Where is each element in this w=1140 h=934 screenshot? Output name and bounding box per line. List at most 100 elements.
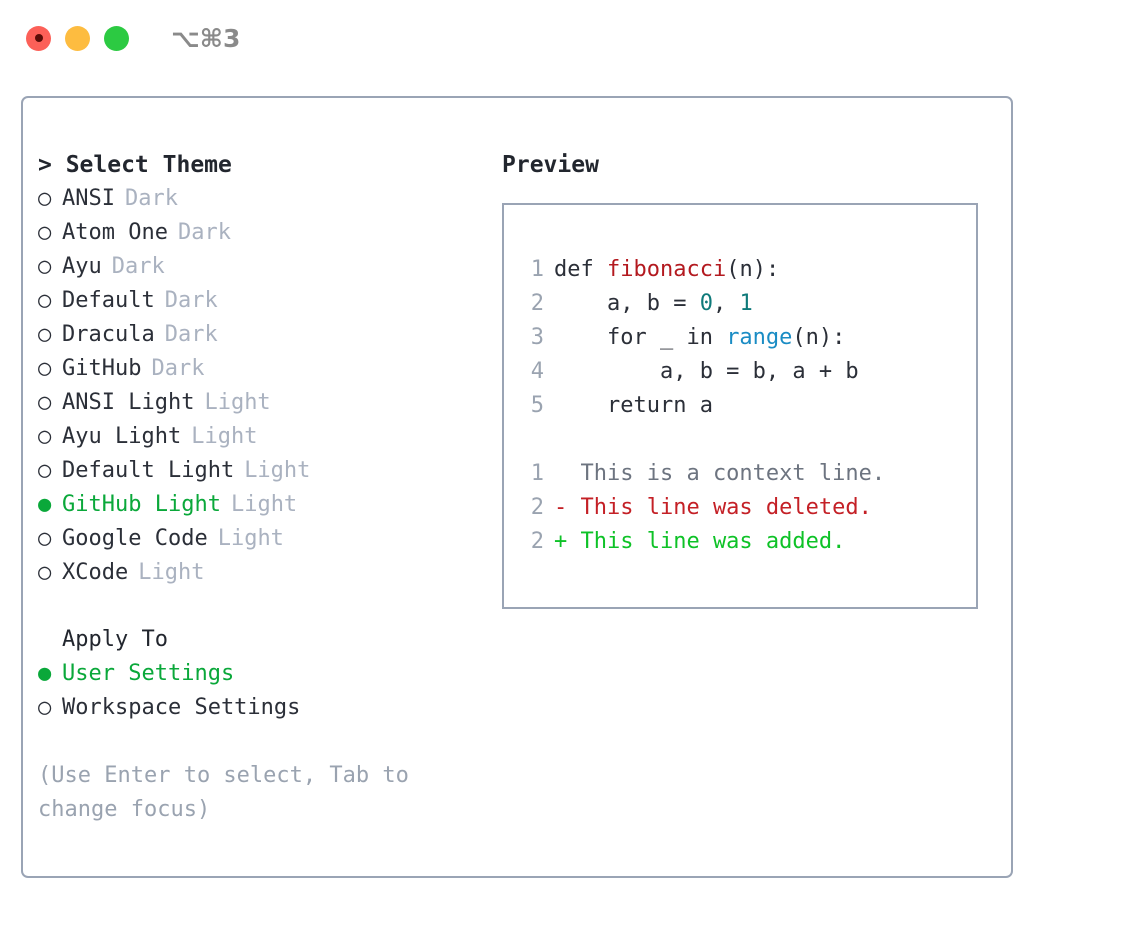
diff-line-number: 2 bbox=[530, 495, 544, 520]
apply-to-option[interactable]: ● User Settings bbox=[38, 657, 493, 691]
diff-line-text: This is a context line. bbox=[554, 461, 886, 486]
zoom-button[interactable] bbox=[104, 25, 129, 51]
preview-column: Preview bbox=[502, 148, 992, 182]
apply-to-section: Apply To ●User Settings○Workspace Settin… bbox=[38, 623, 493, 725]
code-token: range bbox=[726, 325, 793, 350]
theme-list-item[interactable]: ○ Ayu Dark bbox=[38, 250, 493, 284]
radio-unselected-icon: ○ bbox=[38, 254, 52, 279]
theme-list-item[interactable]: ● GitHub Light Light bbox=[38, 488, 493, 522]
theme-name-label: Ayu Light bbox=[62, 424, 182, 449]
code-line: 4 a, b = b, a + b bbox=[518, 355, 885, 389]
theme-name-label: Default Light bbox=[62, 458, 235, 483]
apply-to-option-label: Workspace Settings bbox=[62, 695, 301, 720]
code-line-number: 1 bbox=[530, 257, 544, 282]
code-token: a, b = bbox=[554, 291, 700, 316]
code-line-number: 3 bbox=[530, 325, 544, 350]
code-token: def bbox=[554, 257, 607, 282]
code-token: for _ in bbox=[554, 325, 727, 350]
code-token: return a bbox=[554, 393, 713, 418]
theme-list-item[interactable]: ○ Dracula Dark bbox=[38, 318, 493, 352]
minimize-button[interactable] bbox=[65, 25, 90, 51]
code-token: a, b = b, a + b bbox=[554, 359, 859, 384]
apply-to-option-label: User Settings bbox=[62, 661, 235, 686]
code-line: 2 a, b = 0, 1 bbox=[518, 287, 885, 321]
radio-unselected-icon: ○ bbox=[38, 526, 52, 551]
keyboard-shortcut-label: ⌥⌘3 bbox=[171, 23, 241, 53]
title-bar: ⌥⌘3 bbox=[0, 0, 1140, 76]
theme-name-label: Atom One bbox=[62, 220, 168, 245]
radio-unselected-icon: ○ bbox=[38, 220, 52, 245]
theme-name-label: Ayu bbox=[62, 254, 102, 279]
code-token: fibonacci bbox=[606, 257, 727, 282]
preview-heading: Preview bbox=[502, 152, 599, 178]
theme-list-item[interactable]: ○ Atom One Dark bbox=[38, 216, 493, 250]
theme-variant-tag: Light bbox=[191, 424, 258, 449]
theme-variant-tag: Light bbox=[217, 526, 284, 551]
theme-name-label: ANSI bbox=[62, 186, 115, 211]
theme-variant-tag: Dark bbox=[164, 322, 218, 347]
radio-unselected-icon: ○ bbox=[38, 356, 52, 381]
code-line: 3 for _ in range(n): bbox=[518, 321, 885, 355]
theme-variant-tag: Light bbox=[244, 458, 311, 483]
code-token: , bbox=[712, 291, 740, 316]
close-indicator-dot bbox=[34, 34, 43, 42]
diff-line-del: 2- This line was deleted. bbox=[518, 491, 885, 525]
close-button[interactable] bbox=[26, 25, 51, 51]
theme-name-label: GitHub bbox=[62, 356, 142, 381]
apply-to-options: ● User Settings ○ Workspace Settings bbox=[38, 657, 493, 725]
theme-name-label: GitHub Light bbox=[62, 492, 221, 517]
code-token: (n): bbox=[726, 257, 780, 282]
theme-variant-tag: Dark bbox=[177, 220, 231, 245]
theme-name-label: Dracula bbox=[62, 322, 155, 347]
code-line-text: for _ in range(n): bbox=[554, 321, 845, 355]
theme-variant-tag: Dark bbox=[124, 186, 178, 211]
radio-unselected-icon: ○ bbox=[38, 560, 52, 585]
theme-name-label: Google Code bbox=[62, 526, 208, 551]
theme-variant-tag: Dark bbox=[111, 254, 165, 279]
theme-variant-tag: Light bbox=[230, 492, 298, 517]
theme-name-label: Default bbox=[62, 288, 155, 313]
code-token: 0 bbox=[699, 291, 713, 316]
code-line-number: 4 bbox=[530, 359, 544, 384]
radio-unselected-icon: ○ bbox=[38, 288, 52, 313]
code-token: 1 bbox=[739, 291, 753, 316]
code-line: 5 return a bbox=[518, 389, 885, 423]
select-theme-heading: > Select Theme bbox=[38, 152, 232, 178]
radio-unselected-icon: ○ bbox=[38, 186, 52, 211]
code-line-number: 2 bbox=[530, 291, 544, 316]
radio-selected-icon: ● bbox=[38, 492, 52, 517]
code-line-text: a, b = b, a + b bbox=[554, 355, 859, 389]
radio-selected-icon: ● bbox=[38, 661, 52, 686]
window-controls bbox=[26, 25, 129, 51]
keyboard-hint-text: (Use Enter to select, Tab to change focu… bbox=[38, 763, 409, 822]
diff-line-add: 2 + This line was added. bbox=[518, 525, 885, 559]
apply-to-option[interactable]: ○ Workspace Settings bbox=[38, 691, 493, 725]
theme-variant-tag: Light bbox=[138, 560, 205, 585]
theme-name-label: ANSI Light bbox=[62, 390, 195, 415]
diff-line-context: 1 This is a context line. bbox=[518, 457, 885, 491]
theme-variant-tag: Dark bbox=[164, 288, 218, 313]
diff-line-number: 1 bbox=[530, 461, 544, 486]
radio-unselected-icon: ○ bbox=[38, 322, 52, 347]
code-blank-line bbox=[518, 423, 885, 457]
theme-list-item[interactable]: ○ Default Dark bbox=[38, 284, 493, 318]
diff-line-number: 2 bbox=[530, 529, 544, 554]
code-line-number: 5 bbox=[530, 393, 544, 418]
theme-list-item[interactable]: ○ ANSI Dark bbox=[38, 182, 493, 216]
radio-unselected-icon: ○ bbox=[38, 695, 52, 720]
code-line-text: def fibonacci(n): bbox=[554, 253, 779, 287]
diff-line-text: + This line was added. bbox=[554, 529, 846, 554]
code-token: (n): bbox=[792, 325, 846, 350]
theme-list-item[interactable]: ○ Google Code Light bbox=[38, 522, 493, 556]
theme-variant-tag: Light bbox=[204, 390, 271, 415]
